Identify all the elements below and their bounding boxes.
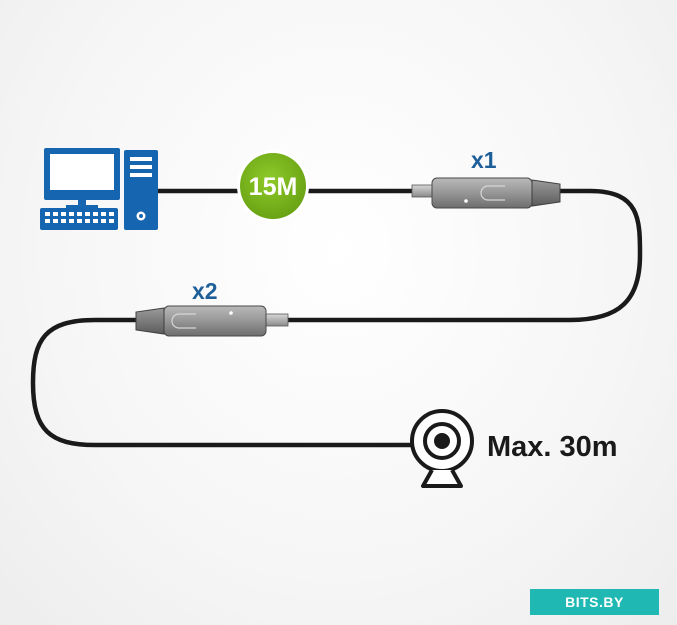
extender-2-label: x2 [192,278,218,304]
max-distance-label: Max. 30m [487,431,618,463]
webcam-icon [410,409,474,488]
watermark-badge: BITS.BY [530,589,659,615]
cable-length-badge: 15M [237,150,309,222]
watermark-text: BITS.BY [565,594,624,610]
desktop-computer-icon [40,148,158,230]
extender-1-label: x1 [471,147,497,173]
usb-extender-1 [411,177,561,209]
cable-length-label: 15M [249,173,298,201]
usb-extender-2 [135,305,289,337]
usb-cable [30,188,643,448]
